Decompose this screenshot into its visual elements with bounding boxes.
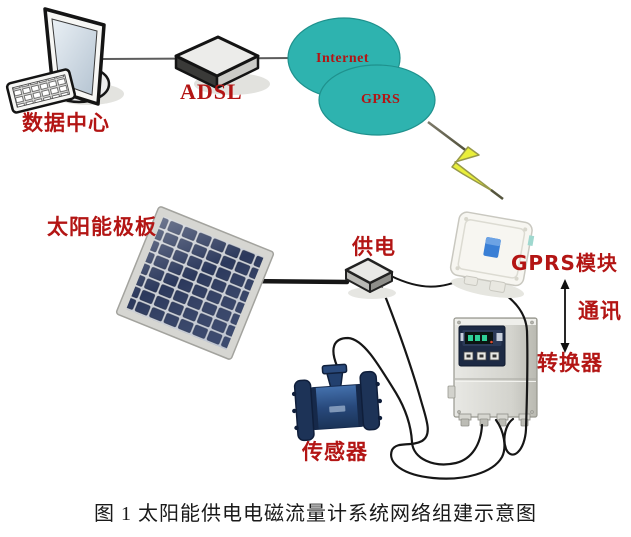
gprs-module-blue-label-shine [485,237,501,246]
display-indicator [490,340,493,344]
sensor-bolt [294,425,299,431]
adsl-modem-icon [174,35,270,95]
lightning-icon [451,146,495,193]
internet-cloud-label: Internet [316,51,369,66]
adsl-label: ADSL [180,79,243,104]
gprs-module-foot [488,280,506,293]
figure-caption: 图 1 太阳能供电电磁流量计系统网络组建示意图 [94,503,537,525]
converter-buttons [463,351,500,361]
lightning-tail [490,189,504,200]
gprs-module-screw [523,227,528,232]
gprs-module-lid-seam [457,219,526,279]
converter-side-tab [447,385,456,399]
data-center-label: 数据中心 [22,111,110,135]
cable-cloud-lightning [427,121,469,153]
sensor-bolt [377,398,383,404]
gprs-cloud-label: GPRS [361,92,401,107]
sensor-nameplate [329,405,346,413]
sensor-bolt [377,415,383,421]
power-connector-shadow [348,287,396,299]
sensor-flange-right [359,370,381,431]
gprs-module-icon [449,211,535,298]
converter-screw [530,410,534,414]
gprs-module-label: GPRS模块 [511,251,618,275]
converter-screw [457,320,461,325]
sensor-flange-left [293,379,315,442]
panel-side-nub-right [496,333,503,341]
display-digit [468,335,473,341]
gprs-module-screw [455,266,460,271]
power-connector-top [344,257,394,285]
converter-cable-glands [458,413,531,427]
display-digit [482,335,487,341]
cable-power-converter [380,286,506,480]
sensor-bolt [292,408,297,414]
power-connector-icon [344,257,396,299]
converter-icon [447,317,538,427]
sensor-label: 传感器 [302,440,368,464]
converter-screw [457,410,461,414]
converter-top-strip [455,319,536,325]
gprs-module-screw [464,217,469,222]
gprs-module-foot [463,275,479,287]
communication-arrow [560,279,570,353]
gprs-cloud [318,64,436,136]
solar-panel-shine [126,216,264,350]
converter-screw [530,320,534,325]
gprs-module-screw [514,276,519,281]
sensor-bolt [291,391,297,397]
solar-panel-label: 太阳能极板 [47,215,157,239]
solar-panel-icon [115,206,275,360]
power-supply-label: 供电 [352,235,396,259]
adsl-top-face [174,35,260,78]
panel-side-nub-left [460,333,464,341]
sensor-junction-box [321,363,348,375]
sensor-icon [291,363,383,442]
gprs-module-side-tab [527,235,535,246]
communication-label: 通讯 [578,299,622,323]
converter-label: 转换器 [537,351,603,375]
cable-sensor-converter [332,336,484,466]
sensor-bolt [375,381,380,387]
keyboard-icon [5,68,77,114]
display-digit [475,335,480,341]
